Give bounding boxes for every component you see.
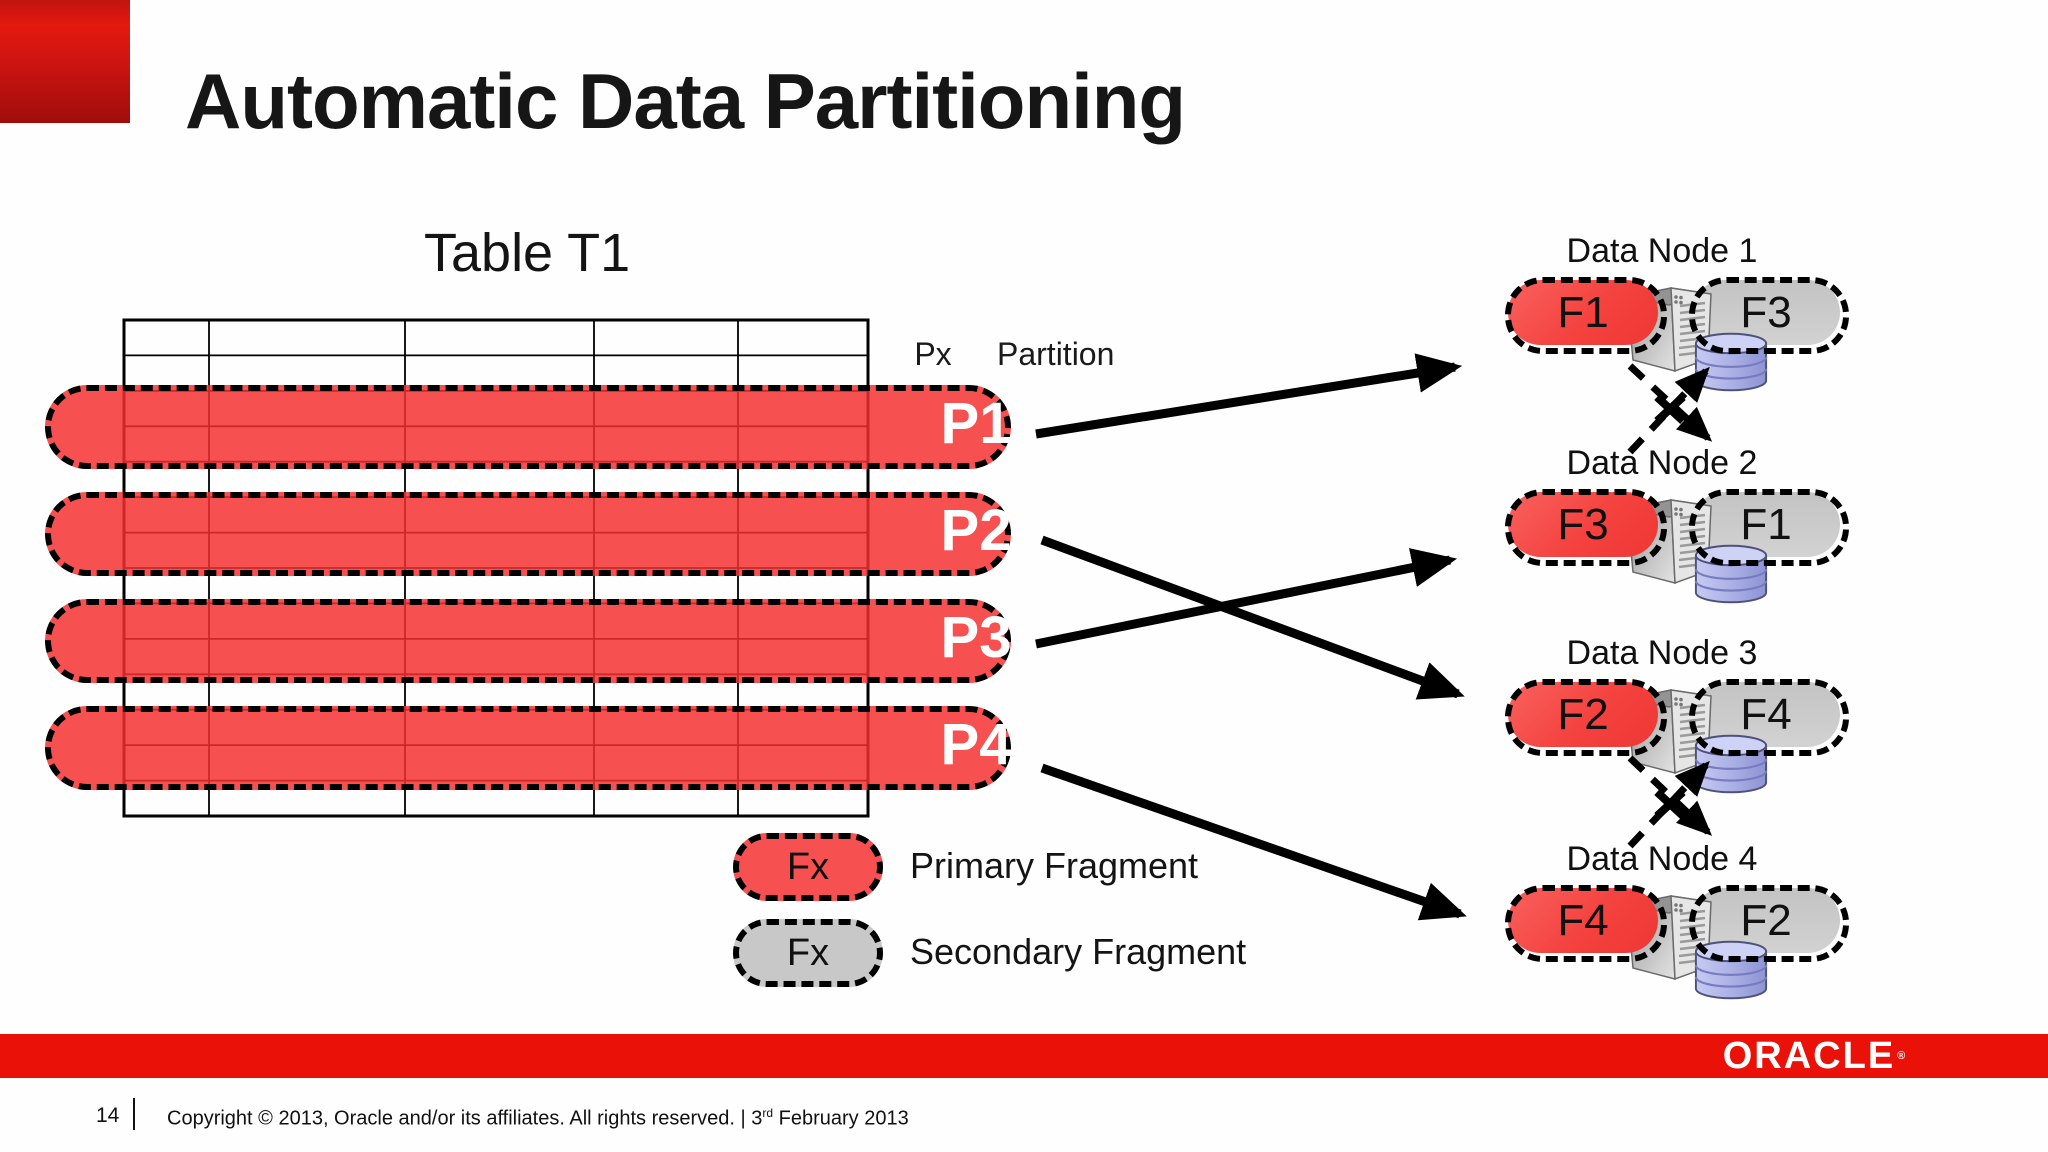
slide-number: 14	[96, 1104, 120, 1127]
data-node-title: Data Node 1	[1566, 232, 1758, 270]
footer-red-bar	[0, 1034, 2048, 1078]
partition-header-label: Partition	[997, 336, 1115, 372]
arrow-p3-to-data-node-2	[1035, 548, 1458, 649]
secondary-fragment-border	[1689, 679, 1849, 756]
partition-label: P2	[940, 497, 1012, 563]
data-node-3: Data Node 3 F2 F4	[1488, 634, 1852, 819]
secondary-fragment-label: F3	[1740, 287, 1792, 337]
arrow-p1-to-data-node-1	[1035, 353, 1463, 439]
partition-band-p4: P4	[45, 706, 1011, 790]
data-node-1: Data Node 1 F1 F3	[1488, 232, 1852, 417]
primary-fragment-border	[1505, 489, 1667, 566]
legend-primary-fragment-text: Primary Fragment	[910, 845, 1199, 886]
primary-fragment-border	[1505, 679, 1667, 756]
copyright-text: Copyright © 2013, Oracle and/or its affi…	[167, 1107, 763, 1130]
secondary-fragment-border	[1689, 885, 1849, 962]
primary-fragment-label: F1	[1557, 287, 1609, 337]
data-node-2: Data Node 2 F3 F1	[1488, 444, 1852, 629]
legend-pill-label: Fx	[786, 845, 830, 888]
partition-label: P4	[940, 711, 1012, 777]
legend-pill-label: Fx	[786, 931, 830, 974]
footer-separator	[133, 1098, 135, 1130]
legend-secondary-fragment-pill: Fx	[733, 919, 883, 987]
arrow-p2-to-data-node-3	[1040, 535, 1465, 700]
primary-fragment-label: F3	[1557, 499, 1609, 549]
primary-fragment-border	[1505, 277, 1667, 354]
primary-fragment-label: F4	[1557, 895, 1609, 945]
primary-fragment-label: F2	[1557, 689, 1609, 739]
secondary-fragment-label: F1	[1740, 499, 1792, 549]
arrow-p4-to-data-node-4	[1040, 763, 1467, 921]
registered-mark: ®	[1897, 1050, 1908, 1062]
copyright-line: Copyright © 2013, Oracle and/or its affi…	[167, 1106, 909, 1131]
oracle-brand-corner-block	[0, 0, 130, 123]
oracle-logo-text: ORACLE	[1722, 1034, 1896, 1077]
data-node-4: Data Node 4 F4 F2	[1488, 840, 1852, 1025]
partition-band-p3: P3	[45, 599, 1011, 683]
date-ordinal-suffix: rd	[762, 1106, 774, 1120]
secondary-fragment-border	[1689, 489, 1849, 566]
px-header-label: Px	[914, 336, 952, 372]
secondary-fragment-border	[1689, 277, 1849, 354]
partition-label: P1	[940, 390, 1012, 456]
legend-secondary-fragment-text: Secondary Fragment	[910, 931, 1247, 972]
legend-primary-fragment-pill: Fx	[733, 833, 883, 901]
oracle-logo: ORACLE®	[1700, 1034, 1930, 1078]
primary-fragment-border	[1505, 885, 1667, 962]
copyright-date: February 2013	[773, 1107, 909, 1130]
data-node-title: Data Node 3	[1566, 634, 1758, 672]
partition-band-p2: P2	[45, 492, 1011, 576]
data-node-title: Data Node 4	[1566, 840, 1758, 878]
secondary-fragment-label: F2	[1740, 895, 1792, 945]
partition-label: P3	[940, 604, 1012, 670]
secondary-fragment-label: F4	[1740, 689, 1792, 739]
table-caption: Table T1	[424, 223, 631, 283]
data-node-title: Data Node 2	[1566, 444, 1758, 482]
partition-band-p1: P1	[45, 385, 1011, 469]
slide-title: Automatic Data Partitioning	[185, 57, 1186, 145]
